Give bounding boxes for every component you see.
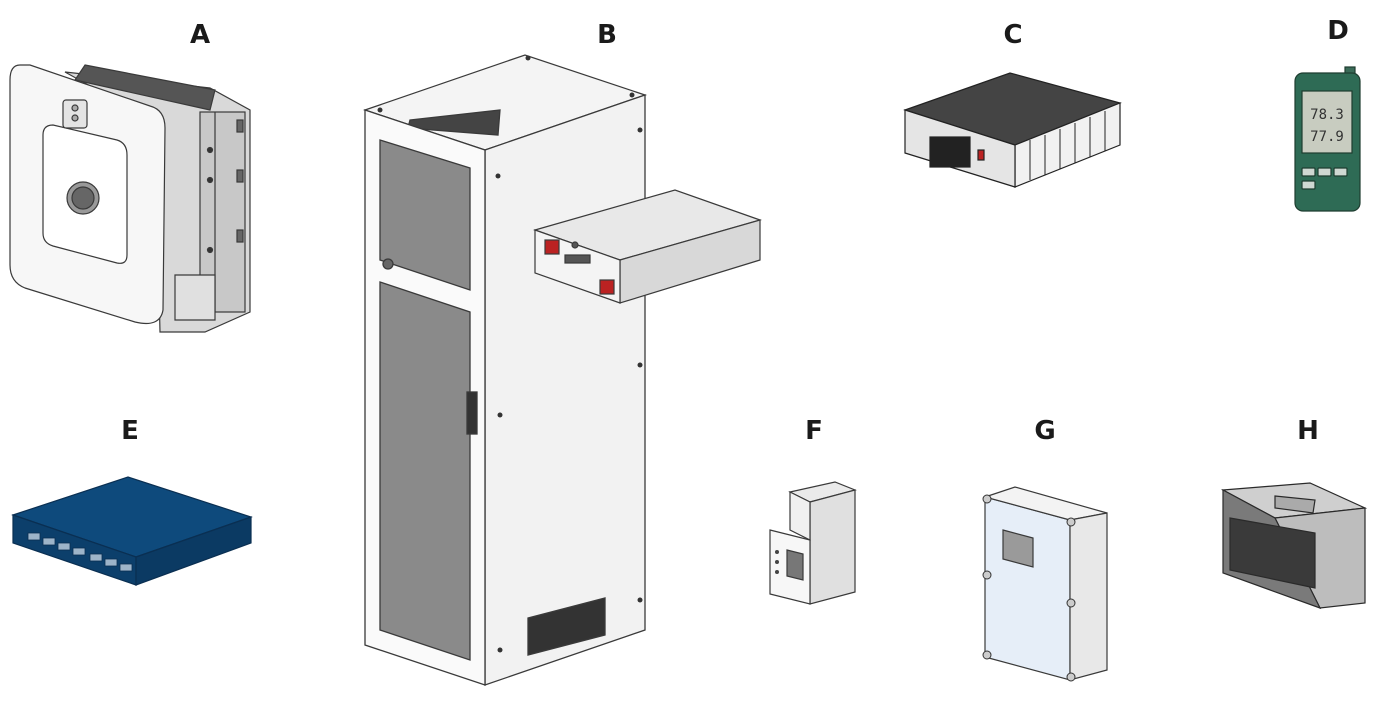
label-e: E: [121, 416, 139, 446]
label-d: D: [1327, 16, 1349, 46]
label-g: G: [1034, 416, 1056, 446]
label-f: F: [805, 416, 823, 446]
measuring-device: 78.3 77.9: [1294, 66, 1361, 212]
label-c: C: [1003, 20, 1023, 50]
label-b: B: [597, 20, 617, 50]
display-top-value: 78.3: [1310, 107, 1344, 123]
din-rail-meter: [769, 481, 857, 605]
battery-module: [533, 189, 762, 304]
battery-cabinet: [362, 54, 648, 686]
enclosure-box: [982, 486, 1108, 682]
network-switch: [11, 476, 253, 586]
label-h: H: [1297, 416, 1319, 446]
inverter-device: [9, 64, 251, 333]
controller-device: [1220, 482, 1368, 610]
label-a: A: [189, 20, 211, 50]
display-bottom-value: 77.9: [1310, 129, 1344, 145]
battery-pack: [903, 72, 1122, 188]
